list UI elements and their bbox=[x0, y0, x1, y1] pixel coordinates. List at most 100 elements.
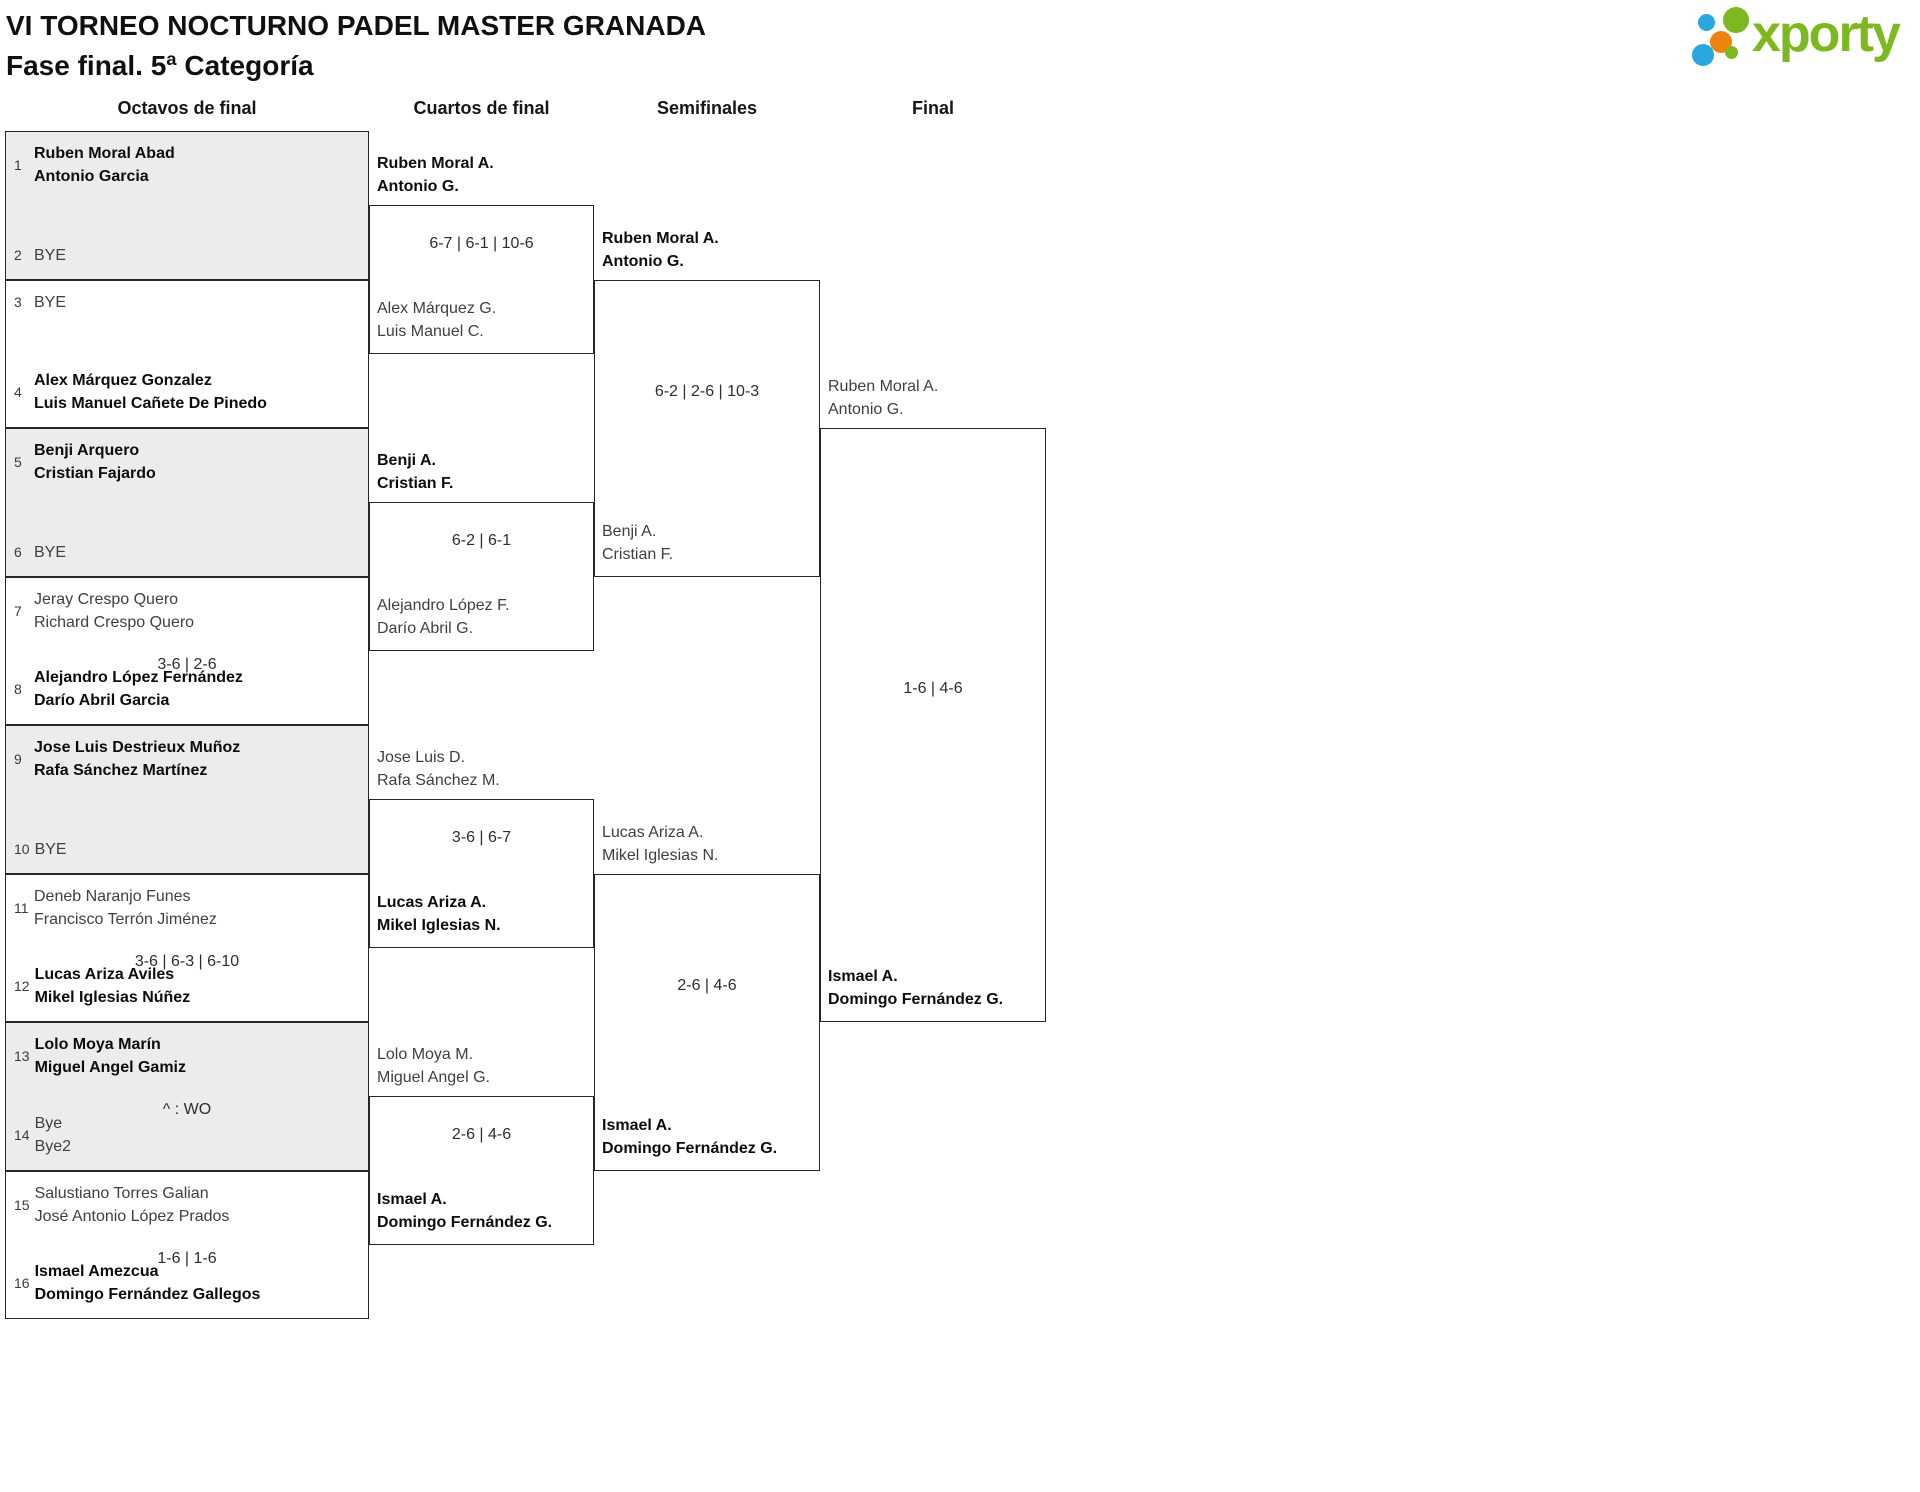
team-label: Alex Márquez G.Luis Manuel C. bbox=[377, 299, 497, 340]
team-names: BYE bbox=[34, 246, 67, 264]
match-score: 3-6 | 2-6 bbox=[157, 655, 217, 673]
page-title: VI TORNEO NOCTURNO PADEL MASTER GRANADA … bbox=[6, 6, 706, 86]
semifinales-match-box: Ruben Moral A.Antonio G. Benji A.Cristian… bbox=[594, 230, 820, 577]
round-header-3: Semifinales bbox=[656, 98, 758, 118]
team-label: Lolo Moya M.Miguel Angel G. bbox=[377, 1046, 490, 1087]
seed-number: 1 bbox=[14, 157, 22, 173]
cuartos-match-box: Benji A.Cristian F. Alejandro López F.Dar… bbox=[369, 452, 594, 651]
xporty-logo-text: xporty bbox=[1752, 5, 1901, 63]
team-label: Benji A.Cristian F. bbox=[377, 452, 454, 493]
team-label: Ismael A.Domingo Fernández G. bbox=[377, 1190, 553, 1231]
team-label: Ruben Moral A.Antonio G. bbox=[377, 155, 494, 196]
seed-number: 12 bbox=[14, 978, 30, 994]
match-score: 6-2 | 6-1 bbox=[451, 531, 512, 549]
logo-dot-green-large bbox=[1723, 7, 1749, 33]
team-label: Ismael A.Domingo Fernández G. bbox=[602, 1116, 778, 1157]
team-entry: 6 BYE bbox=[14, 541, 362, 564]
match-score: 2-6 | 4-6 bbox=[677, 977, 737, 994]
team-entry: 3 BYE bbox=[14, 291, 362, 314]
seed-number: 8 bbox=[14, 681, 22, 697]
seed-number: 16 bbox=[14, 1275, 30, 1291]
cuartos-match-box: Ruben Moral A.Antonio G. Alex Márquez G.L… bbox=[369, 155, 594, 354]
team-label: Ruben Moral A.Antonio G. bbox=[828, 378, 939, 418]
team-label: Lucas Ariza A.Mikel Iglesias N. bbox=[377, 893, 501, 934]
phase-subtitle: Fase final. 5ª Categoría bbox=[6, 50, 314, 81]
seed-number: 15 bbox=[14, 1196, 30, 1213]
round-header-2: Cuartos de final bbox=[413, 98, 550, 118]
cuartos-match-box: Jose Luis D.Rafa Sánchez M. Lucas Ariza A… bbox=[369, 749, 594, 948]
seed-number: 3 bbox=[14, 294, 22, 310]
seed-number: 7 bbox=[14, 602, 22, 619]
cuartos-match-box: Lolo Moya M.Miguel Angel G. Ismael A.Domi… bbox=[369, 1046, 594, 1245]
seed-number: 6 bbox=[14, 544, 22, 560]
logo-dot-green-small bbox=[1725, 46, 1738, 59]
match-score: 2-6 | 4-6 bbox=[451, 1125, 512, 1143]
seed-number: 2 bbox=[14, 247, 22, 263]
match-score: 3-6 | 6-7 bbox=[451, 828, 512, 846]
team-entry: 2 BYE bbox=[14, 244, 362, 267]
team-label: Lucas Ariza A.Mikel Iglesias N. bbox=[602, 823, 719, 864]
tournament-title: VI TORNEO NOCTURNO PADEL MASTER GRANADA bbox=[6, 10, 707, 41]
seed-number: 10 bbox=[14, 841, 30, 857]
round-header-4: Final bbox=[911, 98, 955, 118]
match-score: ^ : WO bbox=[162, 1101, 212, 1119]
team-label: Jose Luis D.Rafa Sánchez M. bbox=[377, 749, 500, 790]
team-names: BYE bbox=[34, 840, 67, 858]
team-label: Alejandro López F.Darío Abril G. bbox=[377, 596, 510, 637]
match-score: 6-2 | 2-6 | 10-3 bbox=[654, 383, 760, 400]
seed-number: 11 bbox=[14, 899, 29, 916]
xporty-logo[interactable]: xporty bbox=[1690, 0, 1915, 75]
seed-number: 14 bbox=[14, 1126, 30, 1143]
seed-number: 9 bbox=[14, 751, 22, 767]
seed-number: 4 bbox=[14, 384, 22, 400]
final-match-box: Ruben Moral A.Antonio G. Ismael A.Domingo… bbox=[820, 378, 1046, 1022]
logo-dot-blue-small bbox=[1698, 14, 1715, 31]
team-label: Benji A.Cristian F. bbox=[602, 522, 674, 563]
semifinales-match-box: Lucas Ariza A.Mikel Iglesias N. Ismael A.… bbox=[594, 824, 820, 1171]
team-names: BYE bbox=[34, 293, 67, 311]
match-score: 3-6 | 6-3 | 6-10 bbox=[134, 952, 240, 970]
seed-number: 5 bbox=[14, 454, 22, 470]
logo-dot-blue-large bbox=[1692, 44, 1714, 66]
team-label: Ruben Moral A.Antonio G. bbox=[602, 229, 719, 270]
match-score: 6-7 | 6-1 | 10-6 bbox=[429, 234, 534, 252]
team-names: BYE bbox=[34, 543, 67, 561]
team-label: Ismael A.Domingo Fernández G. bbox=[828, 968, 1004, 1008]
match-score: 1-6 | 1-6 bbox=[157, 1249, 217, 1267]
match-score: 1-6 | 4-6 bbox=[903, 680, 963, 697]
